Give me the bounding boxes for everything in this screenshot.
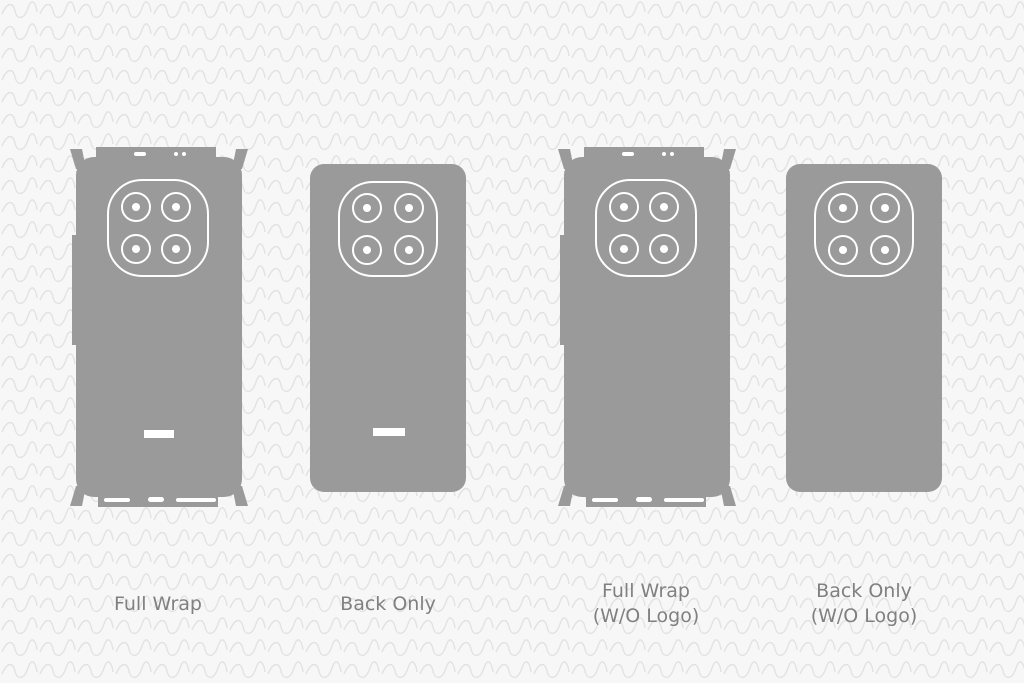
caption-line: (W/O Logo) bbox=[810, 605, 918, 627]
caption-line: Full Wrap bbox=[602, 580, 690, 602]
caption-back-only-no-logo: Back Only (W/O Logo) bbox=[764, 579, 964, 629]
caption-line: Full Wrap bbox=[114, 593, 202, 615]
full-wrap-skin bbox=[70, 147, 248, 507]
caption-line: Back Only bbox=[816, 580, 912, 602]
caption-back-only: Back Only bbox=[288, 592, 488, 617]
back-only-no-logo-skin bbox=[786, 164, 942, 492]
full-wrap-no-logo-skin bbox=[558, 147, 736, 507]
caption-full-wrap: Full Wrap bbox=[58, 592, 258, 617]
caption-full-wrap-no-logo: Full Wrap (W/O Logo) bbox=[546, 579, 746, 629]
back-only-skin bbox=[310, 164, 466, 492]
caption-line: Back Only bbox=[340, 593, 436, 615]
caption-line: (W/O Logo) bbox=[592, 605, 700, 627]
